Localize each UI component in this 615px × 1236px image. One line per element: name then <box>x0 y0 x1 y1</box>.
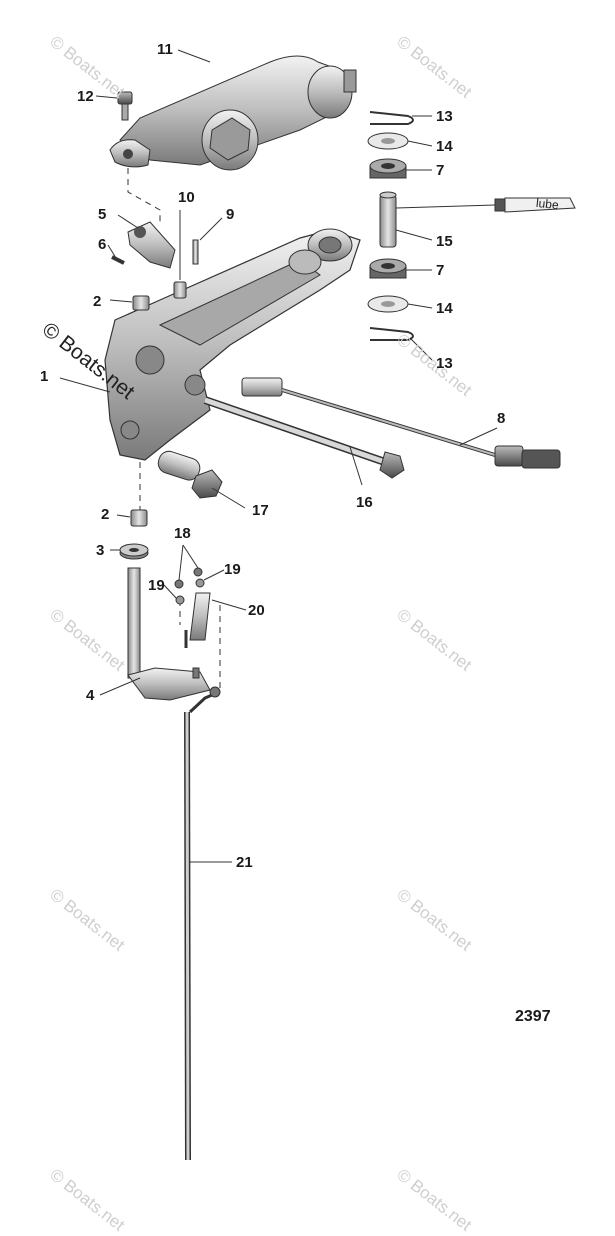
shift-shaft-4-part <box>127 567 211 701</box>
callout-label: 11 <box>157 41 173 58</box>
callout-label: 13 <box>436 108 453 125</box>
callout-label: 14 <box>436 138 453 155</box>
actuator-motor-part <box>109 55 357 171</box>
bushing-2-upper-part <box>132 295 150 311</box>
tiller-bracket-part <box>104 228 361 461</box>
callout-label: 15 <box>436 233 453 250</box>
callout-label: 9 <box>226 206 235 223</box>
callout-label: 2 <box>101 506 110 523</box>
cotter-pin-13-top-part <box>369 111 414 125</box>
sensor-8-part <box>241 377 561 469</box>
callout-label: 1 <box>40 368 49 385</box>
callout-label: 3 <box>96 542 105 559</box>
callout-label: 20 <box>248 602 265 619</box>
figure-number: 2397 <box>515 1008 551 1025</box>
parts-diagram <box>59 49 576 1161</box>
lube-tube-part <box>395 197 576 213</box>
callout-label: 16 <box>356 494 373 511</box>
callout-label: 12 <box>77 88 94 105</box>
callout-label: 21 <box>236 854 253 871</box>
sleeve-bolt-17-part <box>157 450 223 499</box>
leader-lines <box>59 49 498 863</box>
pin-15-part <box>379 191 397 248</box>
callout-label: 8 <box>497 410 506 427</box>
bushing-7-top-part <box>369 158 407 179</box>
bushing-2-lower-part <box>130 509 148 527</box>
callout-label: 19 <box>148 577 165 594</box>
shift-lever-5-part <box>127 221 176 269</box>
callout-label: 13 <box>436 355 453 372</box>
callout-label: 10 <box>178 189 195 206</box>
bushing-7-bottom-part <box>369 258 407 279</box>
callout-label: 4 <box>86 687 95 704</box>
callout-label: 7 <box>436 162 445 179</box>
bushing-10-part <box>173 281 187 299</box>
pin-6-part <box>111 255 125 265</box>
callout-label: 5 <box>98 206 107 223</box>
cotter-pin-13-bottom-part <box>369 327 414 341</box>
link-20-part <box>184 592 211 648</box>
bolt-16-part <box>203 396 405 479</box>
rod-21-part <box>184 686 221 1161</box>
callout-label: 19 <box>224 561 241 578</box>
callout-label: 2 <box>93 293 102 310</box>
callout-label: 17 <box>252 502 269 519</box>
callout-label: 6 <box>98 236 107 253</box>
callout-label: 18 <box>174 525 191 542</box>
washer-3-part <box>119 543 149 560</box>
lube-tube-label: lube <box>535 195 560 213</box>
washer-14-bottom-hole <box>381 301 395 307</box>
callout-label: 7 <box>436 262 445 279</box>
pin-9-part <box>192 239 199 265</box>
callout-label: 14 <box>436 300 453 317</box>
bolt-12-part <box>117 91 133 121</box>
washer-14-top-hole <box>381 138 395 144</box>
